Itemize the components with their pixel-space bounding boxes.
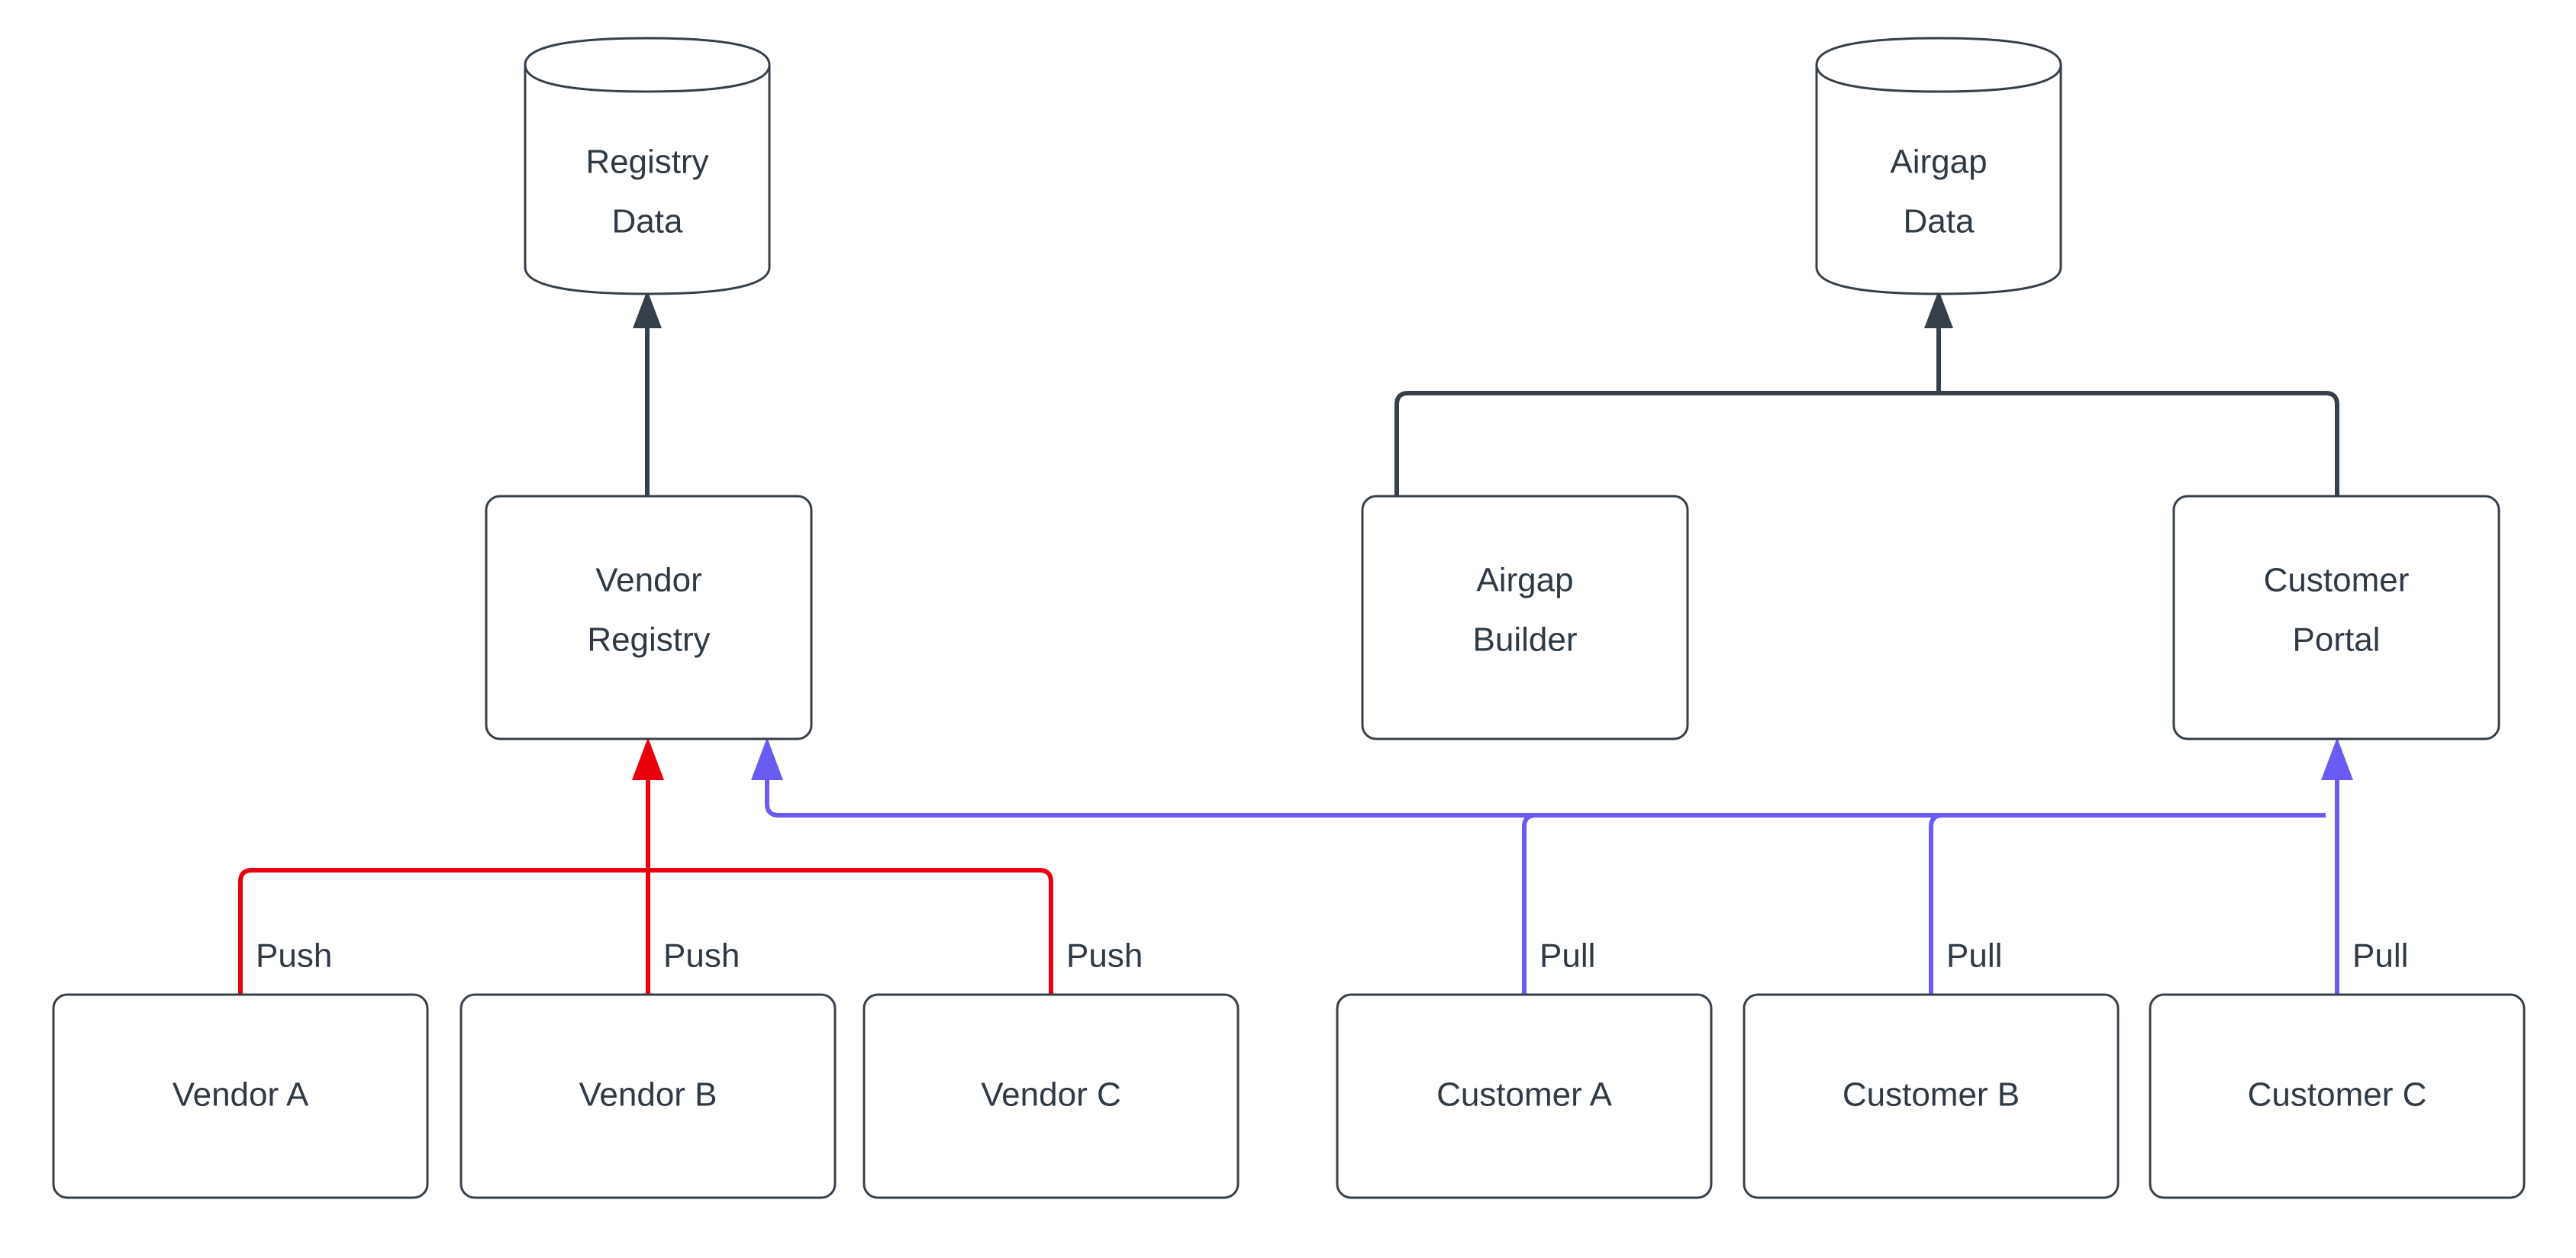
datastore-airgap-data[interactable]: Airgap Data [1815,37,2062,295]
service-label-line1: Vendor [595,562,701,599]
actor-label: Customer A [1436,1076,1613,1114]
edge-label-pull-a: Pull [1539,937,1595,975]
datastore-label-line2: Data [612,203,683,240]
edge-label-push-a: Push [256,937,332,975]
node-box [52,993,429,1199]
actor-vendor-b[interactable]: Vendor B [459,993,837,1199]
edge-label-push-c: Push [1066,937,1143,975]
actor-customer-c[interactable]: Customer C [2149,993,2526,1199]
node-box [459,993,837,1199]
cylinder-top-ellipse [1815,64,2062,93]
service-label-line2: Builder [1473,621,1578,659]
arrowhead-up-icon [632,737,664,780]
datastore-label-line1: Airgap [1890,144,1987,181]
actor-label: Vendor A [172,1076,309,1114]
edge-push-bus [238,737,1053,995]
edge-bus [1394,391,2339,496]
node-box [2149,993,2526,1199]
node-box [1361,495,1689,740]
service-airgap-builder[interactable]: Airgap Builder [1361,495,1689,740]
actor-vendor-c[interactable]: Vendor C [862,993,1240,1199]
datastore-label-line2: Data [1904,203,1975,240]
actor-label: Vendor B [579,1076,717,1114]
service-customer-portal[interactable]: Customer Portal [2172,495,2500,740]
node-box [485,495,813,740]
node-box [2172,495,2500,740]
arrowhead-up-icon [751,737,783,780]
service-label-line2: Registry [587,621,710,659]
service-label-line1: Customer [2264,562,2410,599]
arrowhead-up-icon [633,290,662,328]
edge-line [1522,813,1536,995]
edge-line [1929,813,1943,995]
edge-label-pull-b: Pull [1946,937,2002,975]
node-box [1743,993,2120,1199]
cylinder-top-ellipse [524,64,771,93]
edge-label-pull-c: Pull [2352,937,2408,975]
cylinder-body [524,37,771,295]
actor-vendor-a[interactable]: Vendor A [52,993,429,1199]
actor-customer-a[interactable]: Customer A [1336,993,1713,1199]
arrowhead-up-icon [2321,737,2353,780]
actor-label: Vendor C [981,1076,1120,1114]
service-label-line1: Airgap [1476,562,1573,599]
datastore-label-line1: Registry [585,144,708,181]
service-vendor-registry[interactable]: Vendor Registry [485,495,813,740]
edge-label-push-b: Push [663,937,740,975]
edge-vendor-registry-to-registry-data [633,290,662,496]
cylinder-body [1815,37,2062,295]
service-label-line2: Portal [2293,621,2381,659]
node-box [862,993,1240,1199]
node-box [1336,993,1713,1199]
actor-label: Customer B [1843,1076,2020,1114]
arrowhead-up-icon [1924,290,1953,328]
actor-customer-b[interactable]: Customer B [1743,993,2120,1199]
edge-airgap-branch-to-airgap-data [1394,290,2339,496]
actor-label: Customer C [2248,1076,2427,1114]
edge-bus [765,763,2326,818]
datastore-registry-data[interactable]: Registry Data [524,37,771,295]
edge-pull-bus [751,737,2353,995]
